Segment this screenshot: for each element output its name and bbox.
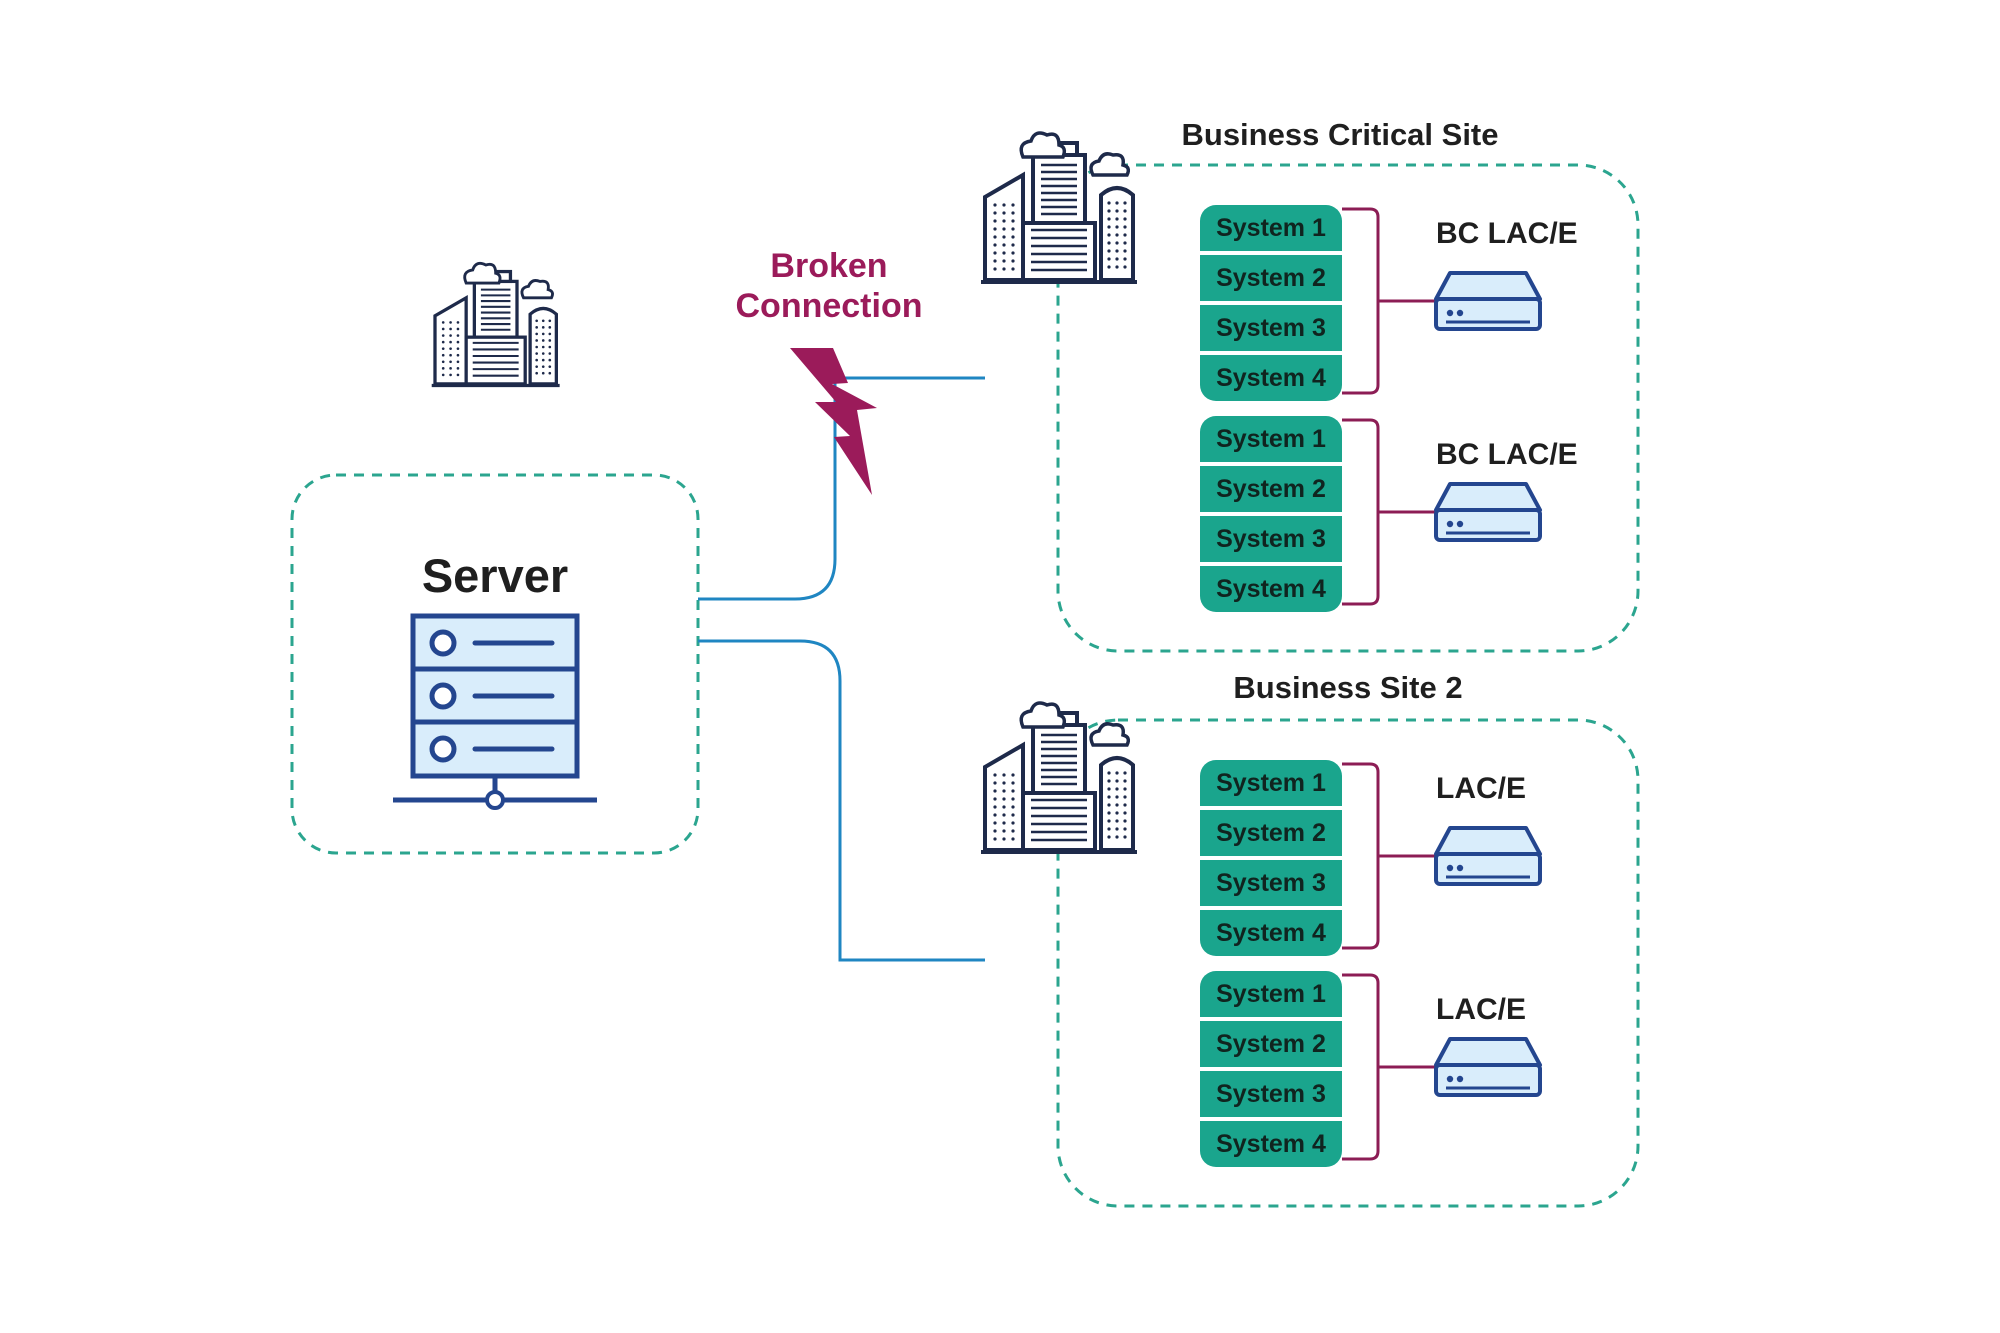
broken-connection-line1: Broken [770, 247, 888, 285]
system-item: System 2 [1200, 810, 1342, 856]
system-item: System 3 [1200, 860, 1342, 906]
server-container [290, 473, 700, 855]
business-critical-site-title: Business Critical Site [1181, 117, 1499, 152]
device-label: LAC/E [1436, 993, 1526, 1026]
system-item: System 1 [1200, 205, 1342, 251]
bracket [1342, 207, 1380, 395]
business-site-2-container [1056, 718, 1640, 1208]
network-device-icon [1434, 482, 1542, 542]
city-buildings-icon [981, 131, 1137, 284]
system-item: System 2 [1200, 255, 1342, 301]
system-item: System 4 [1200, 355, 1342, 401]
system-item: System 3 [1200, 305, 1342, 351]
device-label: BC LAC/E [1436, 217, 1578, 250]
system-item: System 3 [1200, 1071, 1342, 1117]
network-device-icon [1434, 826, 1542, 886]
system-item: System 1 [1200, 416, 1342, 462]
system-item: System 2 [1200, 1021, 1342, 1067]
system-item: System 1 [1200, 971, 1342, 1017]
system-item: System 2 [1200, 466, 1342, 512]
business-site-2-title: Business Site 2 [1233, 670, 1463, 705]
system-brackets [1342, 207, 1436, 1161]
city-buildings-icon [431, 261, 560, 388]
system-item: System 4 [1200, 1121, 1342, 1167]
broken-connection-label: Broken Connection [736, 246, 923, 326]
lightning-bolt-icon [790, 348, 877, 495]
city-buildings-icon [981, 701, 1137, 854]
bracket [1342, 418, 1380, 606]
network-device-icon [1434, 1037, 1542, 1097]
device-label: LAC/E [1436, 772, 1526, 805]
system-item: System 1 [1200, 760, 1342, 806]
broken-connection-line2: Connection [735, 287, 923, 325]
device-label: BC LAC/E [1436, 438, 1578, 471]
bracket [1342, 762, 1380, 950]
server-rack-icon [393, 613, 597, 810]
link-to-business-critical-site [698, 376, 985, 601]
business-critical-site-container [1056, 163, 1640, 653]
system-item: System 3 [1200, 516, 1342, 562]
system-item: System 4 [1200, 910, 1342, 956]
system-item: System 4 [1200, 566, 1342, 612]
bracket [1342, 973, 1380, 1161]
server-title: Server [421, 549, 569, 602]
link-to-business-site-2 [698, 639, 985, 962]
network-device-icon [1434, 271, 1542, 331]
